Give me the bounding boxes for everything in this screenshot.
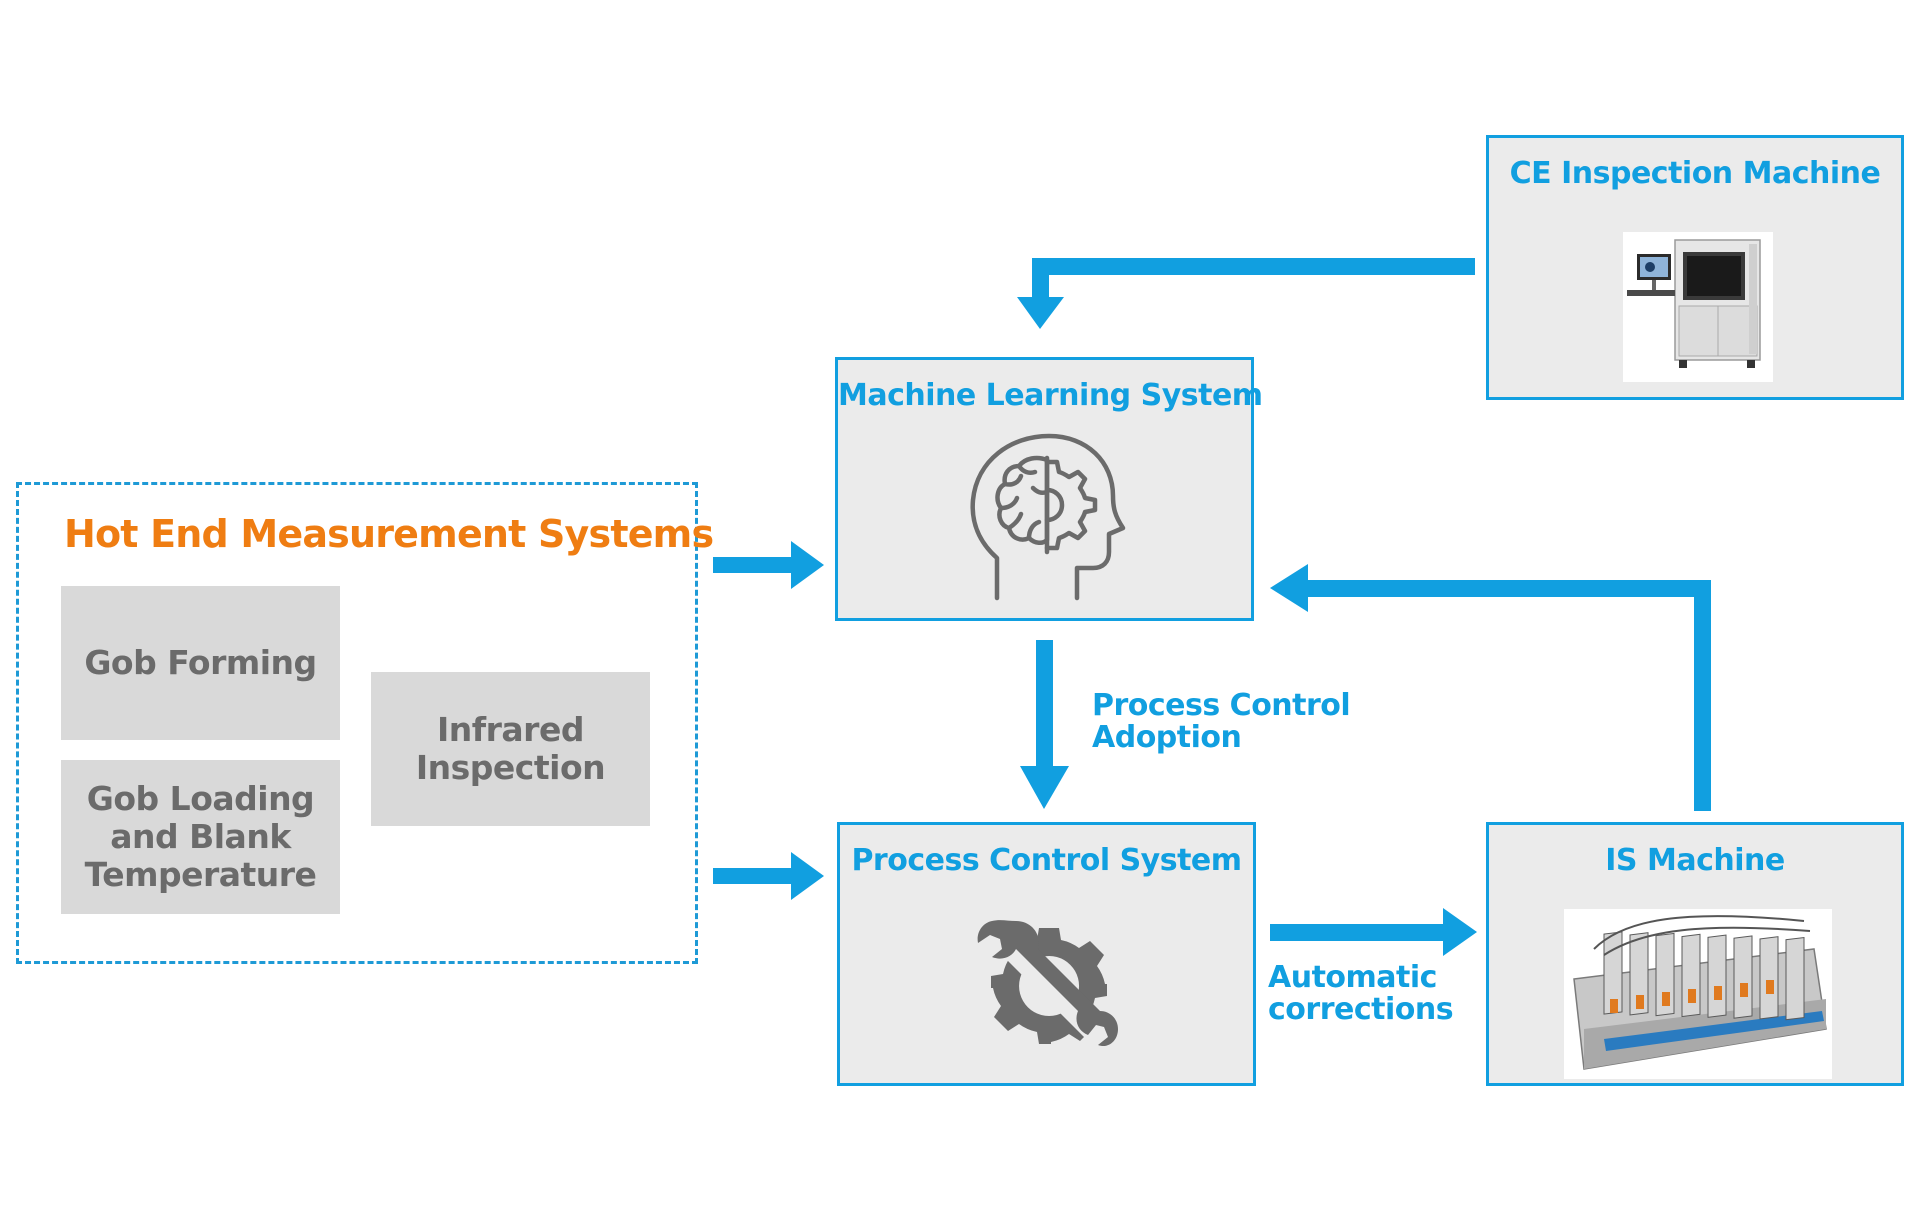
process-control-title: Process Control System (851, 843, 1242, 878)
hot-end-title: Hot End Measurement Systems (64, 512, 714, 556)
gob-loading-box: Gob Loading and Blank Temperature (61, 760, 340, 914)
infrared-inspection-box: Infrared Inspection (371, 672, 650, 826)
process-control-node: Process Control System (837, 822, 1256, 1086)
automatic-corrections-label: Automatic corrections (1268, 960, 1454, 1027)
inspection-machine-photo (1623, 232, 1773, 382)
arrow-is-to-ml (1270, 564, 1711, 811)
arrow-ml-to-pc (1020, 640, 1069, 809)
ai-brain-gear-icon (970, 433, 1126, 601)
ce-inspection-title: CE Inspection Machine (1509, 156, 1881, 191)
is-machine-node: IS Machine (1486, 822, 1904, 1086)
arrow-hotend-to-pc (713, 852, 824, 900)
machine-learning-title: Machine Learning System (838, 378, 1263, 413)
ce-inspection-machine-node: CE Inspection Machine (1486, 135, 1904, 400)
gob-forming-label: Gob Forming (84, 643, 317, 683)
gob-loading-label: Gob Loading and Blank Temperature (84, 779, 317, 894)
process-control-adoption-label: Process Control Adoption (1092, 688, 1351, 755)
is-machine-title: IS Machine (1605, 843, 1785, 878)
machine-learning-node: Machine Learning System (835, 357, 1263, 621)
wrench-gear-icon (977, 920, 1118, 1047)
gob-forming-box: Gob Forming (61, 586, 340, 740)
arrow-hotend-to-ml (713, 541, 824, 589)
arrow-pc-to-is (1270, 908, 1477, 956)
is-machine-photo (1564, 909, 1832, 1079)
arrow-ce-to-ml (1017, 258, 1475, 329)
infrared-inspection-label: Infrared Inspection (415, 710, 606, 787)
